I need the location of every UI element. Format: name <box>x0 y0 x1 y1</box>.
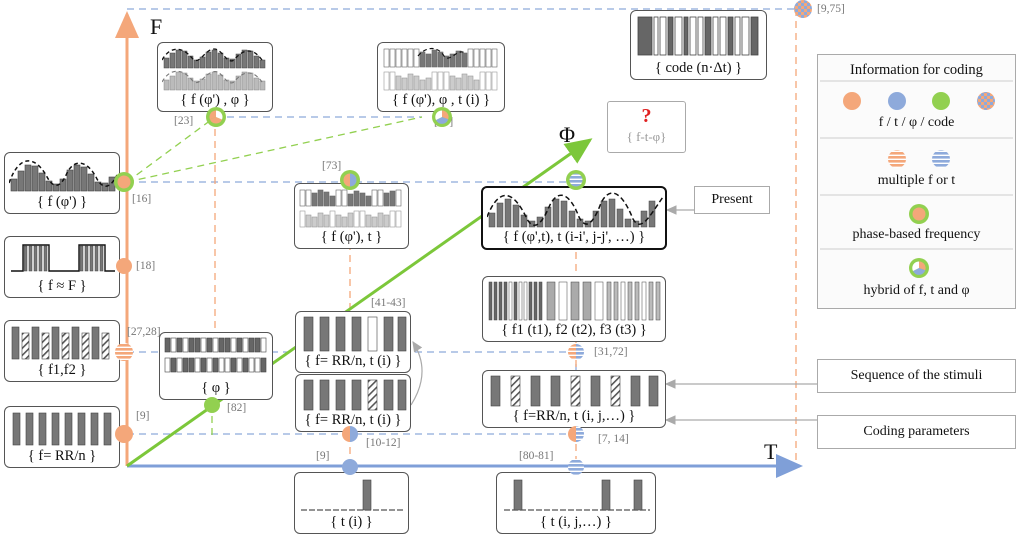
deviant-stimulus-icon <box>303 379 407 411</box>
present-label-text: Present <box>711 192 753 207</box>
ref-label: [41-43] <box>371 297 406 309</box>
question-mark: ? <box>641 105 652 127</box>
ref-label: [9] <box>136 410 150 422</box>
node-f-RR-n-t-i-upper: { f= RR/n, t (i) } <box>295 311 411 373</box>
frequency-axis-label: F <box>150 14 163 39</box>
sequence-label-text: Sequence of the stimuli <box>850 368 983 383</box>
ref-label: [9,75] <box>817 3 845 15</box>
legend-item-label: hybrid of f, t and φ <box>863 283 970 298</box>
node-t-ij: { t (i, j,…) } <box>496 472 656 534</box>
time-axis-label: T <box>764 439 778 464</box>
node-caption: { f (φ'), φ , t (i) } <box>391 92 491 108</box>
node-caption: { φ } <box>201 380 231 396</box>
node-f-RR-n-t-i-lower: { f= RR/n, t (i) } <box>295 374 411 432</box>
phase-time-pair-stimulus-icon <box>299 189 402 228</box>
node-caption: { f=RR/n, t (i, j,…) } <box>512 408 636 424</box>
present-label: Present <box>694 186 770 214</box>
sequence-label: Sequence of the stimuli <box>817 359 1016 393</box>
legend-title: Information for coding <box>850 62 983 78</box>
multi-event-stimulus-icon <box>504 479 650 511</box>
node-f-phi-prime-phi-t: { f (φ'), φ , t (i) } <box>377 42 505 112</box>
node-present: { f (φ',t), t (i-i', j-j', …) } <box>481 186 667 250</box>
phase-pair-stimulus-icon <box>162 48 266 91</box>
ref-label: [23] <box>174 115 194 127</box>
burst-stimulus-icon <box>11 244 115 272</box>
node-caption: { f ≈ F } <box>37 278 87 294</box>
coding-parameters-label: Coding parameters <box>817 415 1016 449</box>
node-code: { code (n·Δt) } <box>630 10 767 80</box>
ref-label: [73] <box>322 160 342 172</box>
ref-label: [10-12] <box>366 437 401 449</box>
ref-label: [25] <box>434 116 454 128</box>
node-caption: { f1,f2 } <box>37 362 87 378</box>
node-f-RR-n: { f= RR/n } <box>4 406 120 468</box>
node-f-phi-prime-t: { f (φ'), t } <box>294 183 409 249</box>
node-f1-f2: { f1,f2 } <box>4 320 120 382</box>
node-t-i: { t (i) } <box>294 472 409 534</box>
node-caption: { code (n·Δt) } <box>654 60 743 76</box>
node-caption: { f= RR/n, t (i) } <box>304 353 402 369</box>
node-caption: { f (φ'), t } <box>320 229 383 245</box>
ref-label: [31,72] <box>594 346 628 358</box>
legend-item-label: f / t / φ / code <box>878 115 955 130</box>
coding-parameters-label-text: Coding parameters <box>863 424 970 439</box>
node-caption: { f= RR/n } <box>27 448 97 464</box>
two-frequency-stimulus-icon <box>11 326 110 360</box>
node-f-approx-F: { f ≈ F } <box>4 236 120 298</box>
ref-label: [18] <box>136 260 156 272</box>
single-event-stimulus-icon <box>301 479 403 511</box>
node-phi: { φ } <box>159 332 273 400</box>
steady-stimulus-icon <box>12 412 112 446</box>
node-f-phi-prime: { f (φ') } <box>4 152 120 214</box>
phase-stimulus-icon <box>9 160 117 192</box>
node-caption: { f (φ',t), t (i-i', j-j', …) } <box>502 229 646 245</box>
ref-label: [80-81] <box>519 450 554 462</box>
node-caption: { f1 (t1), f2 (t2), f3 (t3) } <box>501 322 647 338</box>
legend-panel: Information for coding f / t / φ / code … <box>817 54 1016 309</box>
ref-label: [16] <box>132 193 152 205</box>
node-f-RR-n-t-ij: { f=RR/n, t (i, j,…) } <box>482 370 666 428</box>
omission-stimulus-icon <box>303 316 407 352</box>
present-stimulus-icon <box>487 192 663 228</box>
node-f-phi-prime-phi: { f (φ') , φ } <box>157 42 273 112</box>
ref-label: [27,28] <box>127 326 161 338</box>
node-caption: { f= RR/n, t (i) } <box>304 412 402 428</box>
node-caption: { t (i) } <box>330 514 373 530</box>
ref-label: [9] <box>316 450 330 462</box>
node-caption: { f (φ') , φ } <box>180 92 250 108</box>
ref-label: [7, 14] <box>598 433 629 445</box>
multi-frequency-stimulus-icon <box>488 281 661 321</box>
phase-time-stimulus-icon <box>383 47 498 91</box>
phase-only-stimulus-icon <box>164 337 267 373</box>
legend-item-label: phase-based frequency <box>852 227 981 242</box>
legend-item-label: multiple f or t <box>877 173 956 188</box>
node-f1t1-f2t2-f3t3: { f1 (t1), f2 (t2), f3 (t3) } <box>482 276 666 342</box>
multi-deviant-stimulus-icon <box>490 375 659 407</box>
node-unknown: ? { f-t-φ} <box>607 101 686 153</box>
ref-label: [82] <box>227 402 247 414</box>
phase-axis-label: Φ <box>559 122 576 147</box>
code-stimulus-icon <box>637 16 759 56</box>
node-caption: { f (φ') } <box>36 194 88 210</box>
node-caption: { f-t-φ} <box>626 129 667 144</box>
node-caption: { t (i, j,…) } <box>540 514 612 530</box>
